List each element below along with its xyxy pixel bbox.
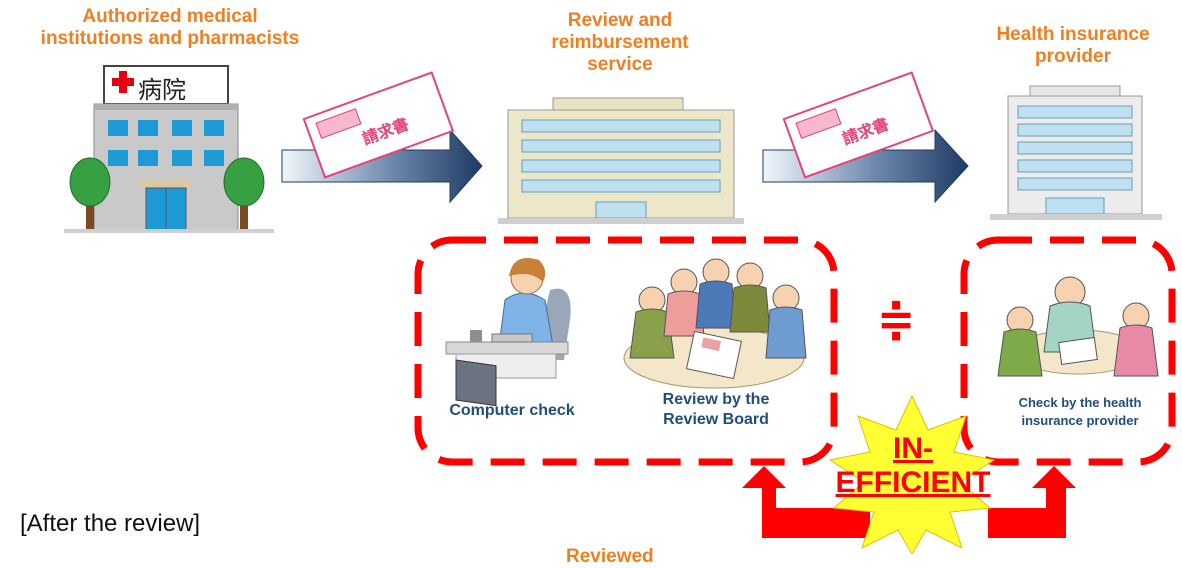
approx-equal-symbol: ≑ [876, 292, 916, 346]
review-board-caption: Review by the Review Board [662, 391, 770, 428]
insurer-check-caption: Check by the health insurance provider [1018, 395, 1142, 428]
inefficient-burst [828, 394, 996, 554]
computer-check-caption: Computer check [449, 402, 575, 419]
claim-form-1 [302, 71, 455, 179]
bottom-cut-label: Reviewed [566, 546, 654, 567]
computer-operator-illustration [445, 258, 571, 407]
flow-arrow-1 [281, 128, 483, 204]
insurer-process-dashed-box [960, 236, 1176, 466]
flow-arrow-2 [762, 128, 969, 204]
review-board-illustration [623, 258, 807, 389]
after-review-label: [After the review] [20, 510, 201, 537]
insurance-provider-label: Health insurance provider [996, 24, 1150, 67]
review-service-label: Review and reimbursement service [551, 10, 689, 75]
review-process-dashed-box [414, 236, 838, 466]
insurer-meeting-illustration [997, 276, 1159, 377]
review-office-building [498, 97, 744, 224]
claim-form-2 [782, 71, 935, 179]
diagram-canvas [64, 65, 1176, 554]
medical-institutions-label: Authorized medical institutions and phar… [40, 6, 300, 49]
return-arrows [742, 466, 1076, 538]
insurer-building [990, 85, 1162, 220]
inefficient-label: IN- EFFICIENT [835, 432, 991, 499]
hospital-building [64, 65, 274, 233]
hospital-sign-text: 病院 [138, 76, 186, 104]
